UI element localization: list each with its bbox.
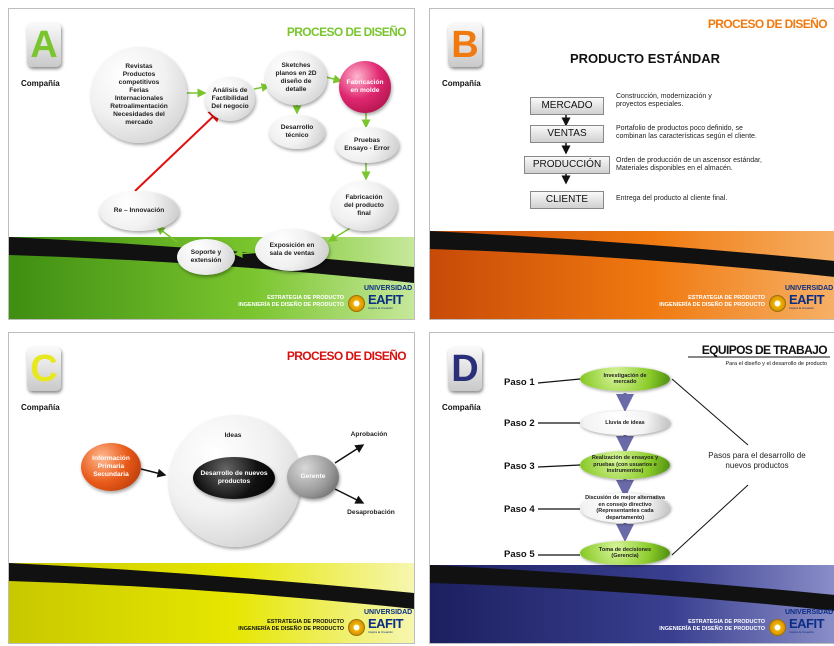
step-1-node: Investigación de mercado <box>580 367 670 391</box>
company-label: Compañía <box>21 79 60 88</box>
slide-subtitle: PRODUCTO ESTÁNDAR <box>570 51 720 66</box>
aprobacion-label: Aprobación <box>350 431 388 438</box>
slide-title: PROCESO DE DISEÑO <box>286 25 407 39</box>
step-desc-ventas: Portafolio de productos poco definido, s… <box>616 125 757 140</box>
step-desc-mercado: Construcción, modernización y proyectos … <box>616 93 712 108</box>
desaprobacion-label: Desaprobación <box>347 509 395 516</box>
slide-title: PROCESO DE DISEÑO <box>707 17 828 31</box>
slide-subtitle: Para el diseño y el desarrollo de produc… <box>725 361 827 367</box>
slide-b: B Compañía PROCESO DE DISEÑO PRODUCTO ES… <box>429 8 834 320</box>
ideas-label: Ideas <box>224 432 242 439</box>
node-exposicion: Exposición en sala de ventas <box>255 229 329 271</box>
node-molde: Fabricación en molde <box>339 61 391 113</box>
node-reinnovacion: Re – Innovación <box>99 191 179 231</box>
node-analisis: Análisis de Factibilidad Del negocio <box>205 77 255 121</box>
arrow-soporte-reinnovacion <box>155 226 178 243</box>
step-box-ventas: VENTAS <box>530 125 604 143</box>
step-box-mercado: MERCADO <box>530 97 604 115</box>
node-sketches: Sketches planos en 2D diseño de detalle <box>265 51 327 105</box>
slide-title: EQUIPOS DE TRABAJO <box>701 343 828 357</box>
gerente-node: Gerente <box>287 455 339 499</box>
node-desarrollo: Desarrollo técnico <box>269 115 325 149</box>
company-label: Compañía <box>442 79 481 88</box>
step-desc-produccion: Orden de producción de un ascensor están… <box>616 157 762 172</box>
slide-title: PROCESO DE DISEÑO <box>286 349 407 363</box>
center-node: Desarrollo de nuevos productos <box>193 457 275 499</box>
arrow-sketches-molde <box>325 74 343 84</box>
slide-c: C Compañía PROCESO DE DISEÑO Ideas Desar… <box>8 332 415 644</box>
slide-b-background <box>430 115 834 319</box>
arrow-reinnovacion-analisis <box>134 107 223 192</box>
slide-letter: A <box>27 23 61 67</box>
step-box-cliente: CLIENTE <box>530 191 604 209</box>
slide-d-background <box>430 356 834 643</box>
node-fab-final: Fabricación del producto final <box>331 181 397 231</box>
company-label: Compañía <box>442 403 481 412</box>
slide-letter: B <box>448 23 482 67</box>
side-text: Pasos para el desarrollo de nuevos produ… <box>708 451 806 470</box>
slide-d: D Compañía EQUIPOS DE TRABAJO Para el di… <box>429 332 834 644</box>
paso-4-label: Paso 4 <box>504 504 535 515</box>
step-desc-cliente: Entrega del producto al cliente final. <box>616 195 728 202</box>
step-2-node: Lluvia de ideas <box>580 411 670 435</box>
paso-1-label: Paso 1 <box>504 377 535 388</box>
step-4-node: Discusión de mejor alternativa en consej… <box>580 493 670 523</box>
step-3-node: Realización de ensayos y pruebas (con us… <box>580 451 670 479</box>
step-5-node: Toma de decisiones (Gerencia) <box>580 541 670 565</box>
node-soporte: Soporte y extensión <box>177 239 235 275</box>
company-label: Compañía <box>21 403 60 412</box>
slide-a: A Compañía PROCESO DE DISEÑO Revistas Pr… <box>8 8 415 320</box>
step-box-produccion: PRODUCCIÓN <box>524 156 610 174</box>
slide-letter: D <box>448 347 482 391</box>
slide-c-background <box>9 444 414 643</box>
paso-5-label: Paso 5 <box>504 549 535 560</box>
paso-3-label: Paso 3 <box>504 461 535 472</box>
info-node: Información Primaria Secundaria <box>81 443 141 491</box>
arrow-final-exposicion <box>327 226 353 242</box>
slide-letter: C <box>27 347 61 391</box>
node-sources: Revistas Productos competitivos Ferias I… <box>91 47 187 143</box>
paso-2-label: Paso 2 <box>504 418 535 429</box>
node-pruebas: Pruebas Ensayo - Error <box>335 127 399 163</box>
